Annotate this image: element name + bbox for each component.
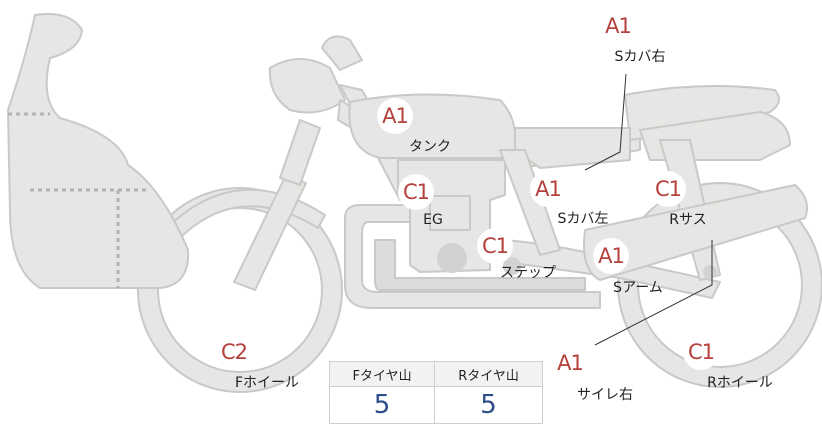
- part-label-rear-wheel: Rホイール: [707, 375, 773, 391]
- part-label-s-cover-left: Sカバ左: [557, 211, 609, 227]
- grade-badge-step: C1: [477, 228, 513, 264]
- front-tread-value: 5: [328, 386, 436, 424]
- grade-badge-swingarm: A1: [593, 238, 629, 274]
- tire-tread-header-row: Fタイヤ山 Rタイヤ山: [328, 361, 543, 387]
- part-label-engine: EG: [423, 212, 443, 228]
- grade-badge-s-cover-right: A1: [600, 8, 636, 44]
- fairing-shape: [7, 13, 190, 289]
- part-label-silencer-right: サイレ右: [577, 387, 633, 403]
- rear-tread-header: Rタイヤ山: [434, 361, 543, 387]
- part-label-s-cover-right: Sカバ右: [614, 49, 666, 65]
- part-label-swingarm: Sアーム: [613, 280, 663, 296]
- leader-line-s-cover-right: [584, 73, 627, 171]
- tire-tread-value-row: 5 5: [328, 386, 543, 424]
- leader-line-silencer: [594, 240, 713, 346]
- grade-badge-front-wheel: C2: [216, 334, 252, 370]
- grade-badge-engine: C1: [398, 174, 434, 210]
- front-tread-header: Fタイヤ山: [328, 361, 436, 387]
- part-label-rear-suspension: Rサス: [669, 212, 707, 228]
- grade-badge-silencer-right: A1: [552, 345, 588, 381]
- part-label-tank: タンク: [409, 139, 451, 155]
- part-label-step: ステップ: [500, 265, 556, 281]
- part-label-front-wheel: Fホイール: [234, 375, 300, 391]
- grade-badge-rear-wheel: C1: [683, 334, 719, 370]
- grade-badge-rear-suspension: C1: [650, 171, 686, 207]
- grade-badge-s-cover-left: A1: [530, 171, 566, 207]
- exhaust-shape: [344, 204, 601, 309]
- rear-tread-value: 5: [434, 386, 543, 424]
- grade-badge-tank: A1: [377, 98, 413, 134]
- tire-tread-table: Fタイヤ山 Rタイヤ山 5 5: [328, 361, 543, 424]
- muffler-shape: [583, 184, 808, 281]
